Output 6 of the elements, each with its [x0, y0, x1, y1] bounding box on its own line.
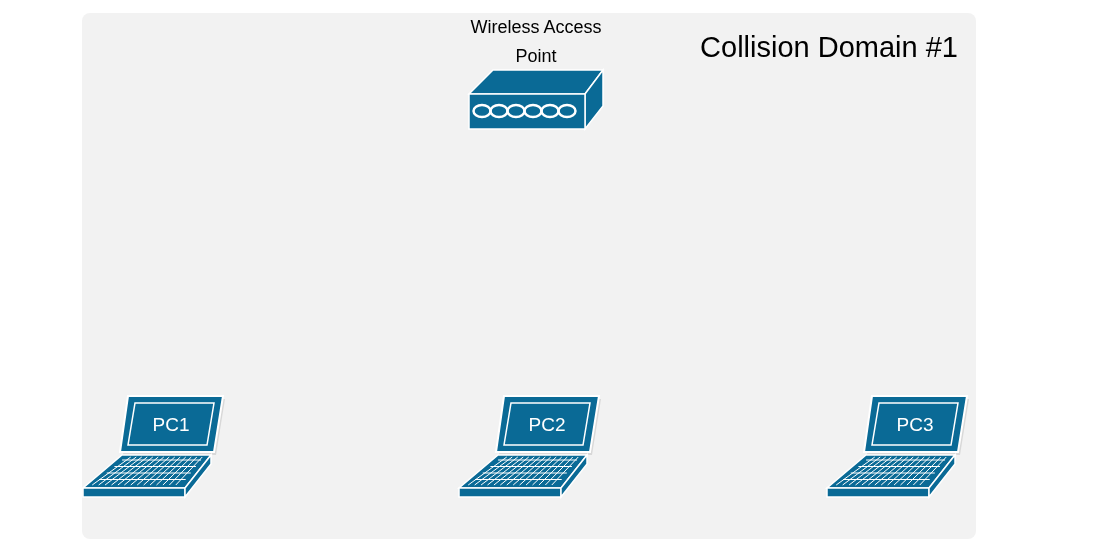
- device-label: Wireless Access Point: [469, 16, 603, 68]
- panel-title: Collision Domain #1: [700, 31, 958, 64]
- device-label: PC2: [528, 414, 566, 436]
- device-label: PC3: [896, 414, 934, 436]
- collision-domain-panel: [82, 13, 976, 539]
- device-label: PC1: [152, 414, 190, 436]
